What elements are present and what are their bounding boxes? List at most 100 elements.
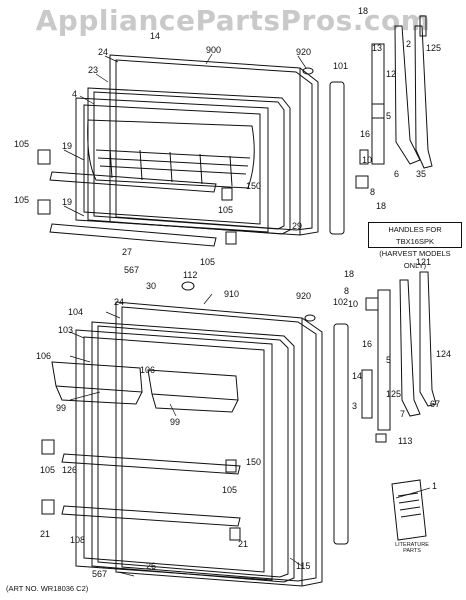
dairy-bin-left [51, 361, 143, 405]
literature-label-line2: PARTS [403, 548, 421, 554]
label-105-2: 105 [14, 195, 30, 205]
label-126: 126 [62, 465, 78, 475]
label-567: 567 [124, 265, 140, 275]
freezer-door-outer-panel [109, 54, 319, 236]
label-900: 900 [206, 45, 222, 55]
label-5-2: 5 [386, 355, 392, 365]
label-102: 102 [333, 297, 349, 307]
freezer-shelf-clip-right [221, 187, 233, 201]
label-5: 5 [386, 111, 392, 121]
label-18-2: 18 [376, 201, 387, 211]
label-35: 35 [416, 169, 427, 179]
fresh-food-door-outer-panel [115, 301, 323, 587]
literature-parts-label: LITERATURE PARTS [392, 542, 432, 554]
fresh-food-door-gasket [91, 321, 295, 583]
label-115: 115 [296, 561, 311, 571]
label-10: 10 [362, 155, 373, 165]
note-line1: HANDLES FOR TBX16SPK [388, 225, 442, 246]
fresh-food-bumper [304, 314, 316, 322]
label-6: 6 [394, 169, 400, 179]
literature-parts-booklet [391, 479, 427, 541]
label-8-2: 8 [344, 286, 350, 296]
label-105-5: 105 [40, 465, 56, 475]
freezer-door-liner [75, 97, 269, 233]
label-105: 105 [14, 139, 30, 149]
art-number: (ART NO. WR18036 C2) [6, 584, 89, 593]
watermark: AppliancePartsPros.com [35, 4, 431, 37]
fresh-food-shelf-bar-1 [61, 453, 241, 475]
label-150-2: 150 [246, 457, 262, 467]
label-99: 99 [56, 403, 67, 413]
label-16-2: 16 [362, 339, 373, 349]
label-567-2: 567 [92, 569, 108, 579]
label-21: 21 [40, 529, 51, 539]
fresh-food-clip-left-2 [41, 499, 55, 515]
label-105-4: 105 [200, 257, 216, 267]
harvest-handles-note: HANDLES FOR TBX16SPK (HARVEST MODELS ONL… [368, 222, 462, 270]
label-121: 121 [416, 257, 432, 267]
freezer-shelf-clip-left-2 [37, 199, 51, 215]
label-1: 1 [432, 481, 438, 491]
fresh-food-door-liner [75, 329, 273, 581]
freezer-shelf-clip-right-2 [225, 231, 237, 245]
label-125-2: 125 [386, 389, 402, 399]
freezer-handle-parts [355, 15, 433, 189]
label-124: 124 [436, 349, 452, 359]
label-920-2: 920 [296, 291, 312, 301]
label-26: 26 [146, 561, 157, 571]
label-101: 101 [333, 61, 349, 71]
label-14-2: 14 [352, 371, 363, 381]
label-920: 920 [296, 47, 312, 57]
freezer-bumper [302, 67, 314, 75]
label-18-3: 18 [344, 269, 355, 279]
literature-label-line1: LITERATURE [395, 542, 429, 548]
label-30: 30 [146, 281, 157, 291]
hinge-cap-112 [181, 281, 195, 291]
label-99-2: 99 [170, 417, 181, 427]
label-19-2: 19 [62, 197, 73, 207]
label-24-2: 24 [114, 297, 125, 307]
label-106: 106 [36, 351, 52, 361]
label-18: 18 [358, 6, 369, 16]
fresh-food-handle-parts [361, 271, 437, 443]
freezer-shelf-bar-1 [49, 171, 217, 193]
label-3: 3 [352, 401, 358, 411]
label-67: 67 [430, 399, 441, 409]
label-7: 7 [400, 409, 406, 419]
label-113: 113 [398, 436, 413, 446]
label-103: 103 [58, 325, 74, 335]
label-19: 19 [62, 141, 73, 151]
freezer-door-gasket [87, 87, 291, 235]
label-112: 112 [183, 270, 198, 280]
label-106-2: 106 [140, 365, 156, 375]
label-23: 23 [88, 65, 99, 75]
freezer-shelf-clip-left [37, 149, 51, 165]
label-8: 8 [370, 187, 376, 197]
label-13: 13 [372, 43, 383, 53]
label-105-6: 105 [222, 485, 238, 495]
dairy-bin-right [147, 369, 239, 413]
fresh-food-clip-right-1 [225, 459, 237, 473]
label-2: 2 [406, 39, 412, 49]
label-104: 104 [68, 307, 84, 317]
label-4: 4 [72, 89, 78, 99]
label-105-3: 105 [218, 205, 234, 215]
label-14: 14 [150, 31, 161, 41]
fresh-food-shelf-bar-2 [61, 505, 241, 527]
fresh-food-clip-left-1 [41, 439, 55, 455]
label-21-2: 21 [238, 539, 249, 549]
leader-lines [63, 53, 431, 577]
note-line2: (HARVEST MODELS ONLY) [379, 249, 451, 270]
label-10-2: 10 [348, 299, 359, 309]
label-29: 29 [292, 221, 303, 231]
freezer-shelf-bar-2 [49, 223, 217, 247]
fresh-food-clip-right-2 [229, 527, 241, 541]
label-16: 16 [360, 129, 371, 139]
label-125: 125 [426, 43, 442, 53]
label-27: 27 [122, 247, 133, 257]
label-910: 910 [224, 289, 240, 299]
label-150: 150 [246, 181, 262, 191]
freezer-handle-strip [329, 81, 345, 235]
label-108: 108 [70, 535, 86, 545]
